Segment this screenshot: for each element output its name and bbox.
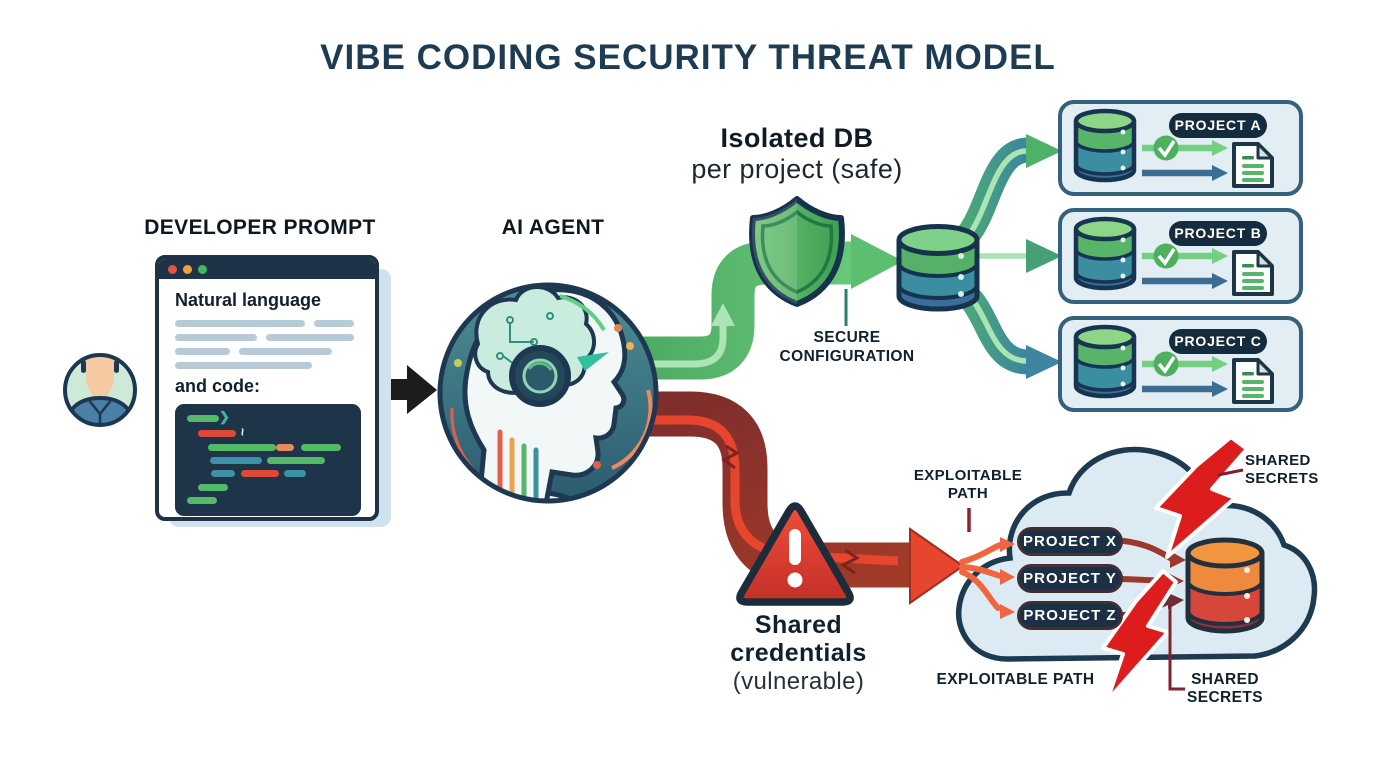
project-box-art [1073,324,1274,404]
label-connectors [844,289,1244,691]
placeholder-text-lines [175,320,361,369]
document-icon [1232,142,1274,188]
project-b-badge: PROJECT B [1169,221,1267,246]
isolated-db-heading: Isolated DB per project (safe) [683,123,911,185]
code-line [267,457,325,464]
window-titlebar [159,259,375,279]
window-body: Natural language and code: ❯ ~ [159,279,375,516]
ai-agent-heading: AI AGENT [501,216,605,239]
natural-language-label: Natural language [175,290,322,310]
prompt-window: Natural language and code: ❯ ~ [155,255,379,521]
shared-credentials-line1: Shared credentials [730,611,867,667]
code-line [187,415,219,422]
project-box-art [1073,216,1274,296]
shared-credentials-heading: Shared credentials (vulnerable) [721,611,876,696]
lightning-bolt-top-icon [1154,435,1249,559]
code-line [211,470,235,477]
project-c-badge: PROJECT C [1169,329,1267,354]
isolated-db-heading-line2: per project (safe) [691,154,903,185]
arrowhead-to-cloud-icon [909,527,965,605]
data-flow-arrow-icon [1142,381,1228,397]
project-box-b: PROJECT B [1058,208,1303,304]
page-title: VIBE CODING SECURITY THREAT MODEL [320,38,1056,77]
project-database-icon [1073,324,1137,399]
developer-avatar [63,353,137,427]
code-editor: ❯ ~ [175,404,361,516]
secure-configuration-label: SECURE CONFIGURATION [779,329,915,365]
maximize-icon [198,264,207,274]
shared-secrets-label-top: SHARED SECRETS [1245,452,1319,487]
developer-prompt-heading: DEVELOPER PROMPT [144,216,376,239]
code-line [241,470,279,477]
code-line [187,497,217,504]
and-code-label: and code: [175,376,261,396]
text-line [266,334,354,341]
safe-path-pipe [600,234,903,380]
arrowhead-project-b-icon [1026,239,1062,273]
safe-access-arrow-icon [1142,351,1228,377]
document-icon [1232,358,1274,404]
check-icon [1153,135,1179,161]
safe-access-arrow-icon [1142,243,1228,269]
code-line [301,444,341,451]
shared-credentials-line2: (vulnerable) [732,668,865,695]
project-box-a: PROJECT A [1058,100,1303,196]
project-box-art [1073,108,1274,188]
code-line [198,484,228,491]
project-box-c: PROJECT C [1058,316,1303,412]
code-line [198,430,236,437]
exclamation-icon [787,529,803,588]
project-x-badge: PROJECT X [1017,527,1123,556]
text-line [239,348,332,355]
arrowhead-project-c-icon [1026,345,1062,379]
data-flow-arrow-icon [1142,273,1228,289]
text-line [314,320,354,327]
minimize-icon [183,264,192,274]
shared-database-icon [1185,537,1265,634]
lightning-bolt-bottom-icon [1101,569,1178,703]
up-arrow-icon [711,303,735,326]
text-line [175,320,305,327]
close-icon [168,264,177,274]
text-line [175,348,230,355]
arrowhead-project-a-icon [1026,134,1062,168]
check-icon [1153,243,1179,269]
project-y-badge: PROJECT Y [1017,564,1123,593]
code-line [276,444,294,451]
project-database-icon [1073,216,1137,291]
data-flow-arrow-icon [1142,165,1228,181]
prompt-to-agent-arrow-icon [376,365,437,414]
code-line [210,457,262,464]
agent-eye-icon [577,352,609,371]
arrowhead-to-db-icon [851,234,903,289]
safe-access-arrow-icon [1142,135,1228,161]
exploitable-path-label-top: EXPLOITABLE PATH [913,467,1023,502]
warning-triangle-icon [736,502,854,606]
code-line [208,444,276,451]
isolated-db-heading-line1: Isolated DB [720,123,874,153]
project-z-badge: PROJECT Z [1017,601,1123,630]
ai-agent-icon [437,282,659,504]
shared-secrets-label-bottom: SHARED SECRETS [1186,671,1263,706]
code-line [284,470,306,477]
cursor-squiggle-icon: ~ [235,427,252,437]
isolated-database-icon [896,224,980,312]
check-icon [1153,351,1179,377]
text-line [175,334,257,341]
project-database-icon [1073,108,1137,183]
fan-arrows-risky [959,537,1015,619]
project-a-badge: PROJECT A [1169,113,1267,138]
exploitable-path-label-bottom: EXPLOITABLE PATH [936,671,1095,688]
text-line [175,362,312,369]
shield-icon [749,196,845,307]
document-icon [1232,250,1274,296]
prompt-chevron-icon: ❯ [219,409,230,424]
